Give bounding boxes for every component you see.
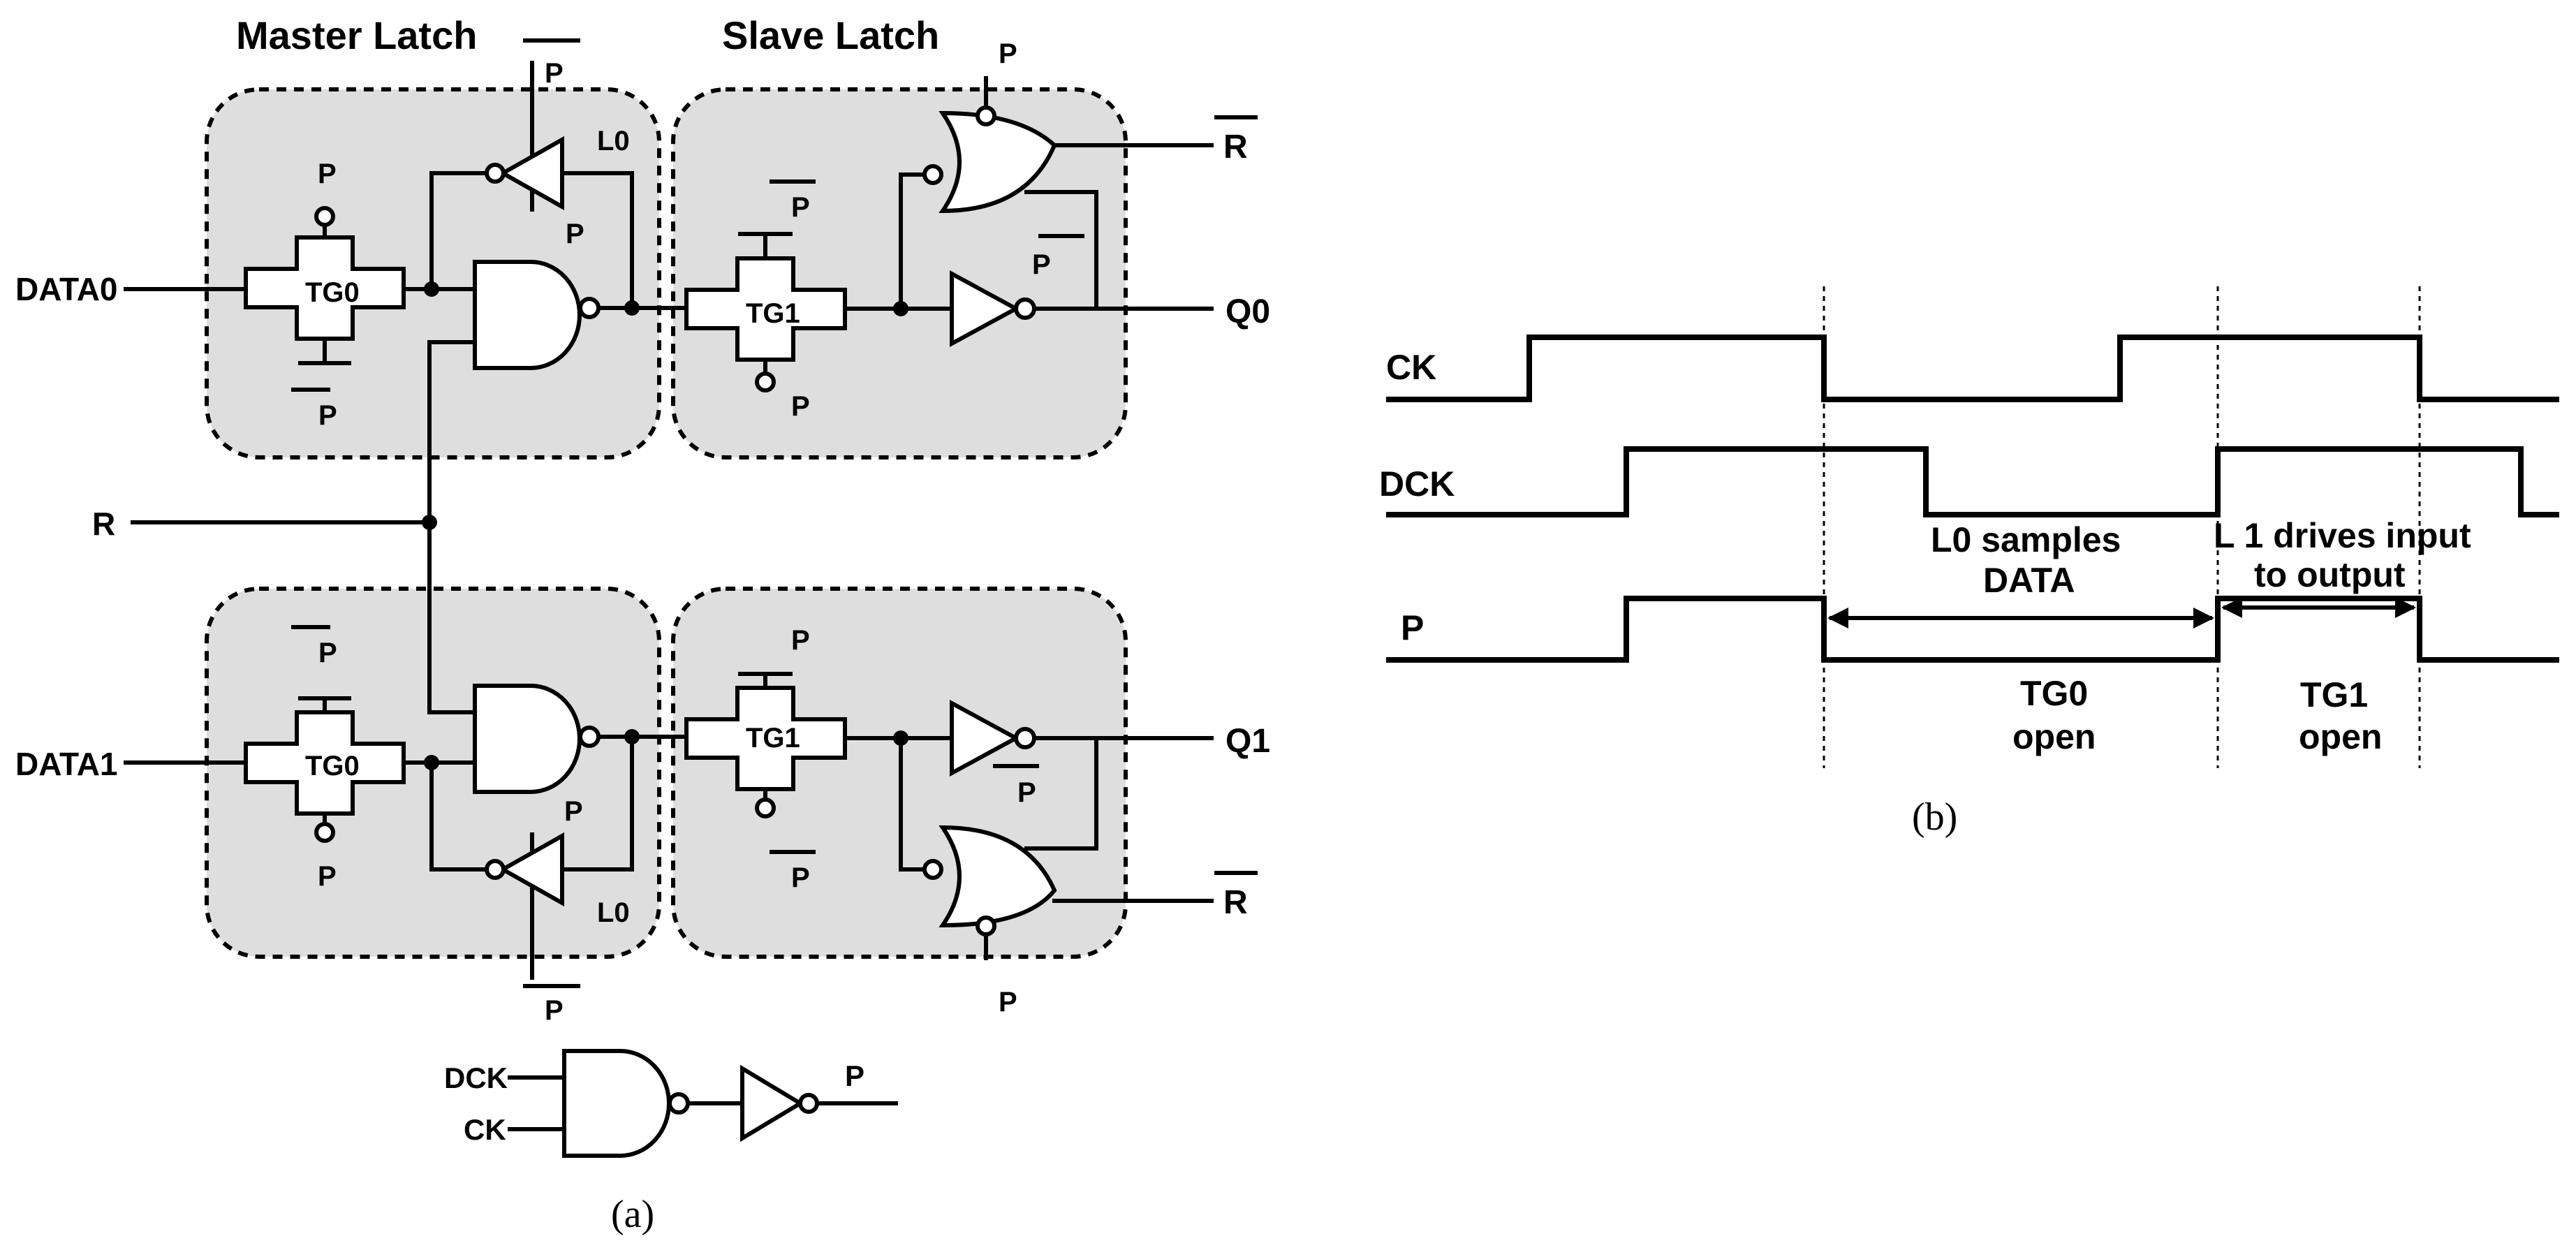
sig-p-label: P [1401,608,1424,647]
tg0-top-pbar: P [318,400,337,431]
wave-ck [1386,334,2559,402]
gen-ck-label: CK [464,1113,506,1146]
nor-bottom [939,825,1057,928]
l0-bottom-label: L0 [597,897,630,928]
inverter-top [950,270,1021,348]
master-latch-header: Master Latch [236,13,477,57]
tg1-bottom-p: P [791,625,810,656]
tg1-top [684,256,847,362]
tg1-top-p: P [791,391,810,422]
tg1-top-pbar: P [791,192,810,223]
data1-label: DATA1 [15,746,118,782]
nor-top-pbar: P [1032,249,1051,280]
q0-label: Q0 [1226,293,1270,330]
note-tg1-2: open [2299,717,2382,756]
sig-ck-label: CK [1386,348,1436,387]
tristate-bottom-pbar: P [545,995,564,1026]
gen-dck-label: DCK [444,1061,508,1094]
note-l0-2: DATA [1983,561,2075,600]
tristate-bottom-p: P [564,796,583,827]
rbar-top-label: R [1223,128,1248,166]
gen-p-label: P [845,1059,864,1092]
note-tg1-1: TG1 [2300,675,2368,714]
tg0-top-p: P [318,159,337,189]
q1-label: Q1 [1226,723,1270,760]
tg1-bottom [684,686,847,791]
data0-label: DATA0 [15,271,118,307]
tg0-top [244,235,406,341]
rbar-bottom-label: R [1223,884,1248,921]
nand-top [473,260,582,370]
nor-top-p: P [999,38,1017,69]
note-l0-1: L0 samples [1931,520,2121,559]
tg1-top-label: TG1 [746,298,800,329]
wave-p [1386,596,2559,663]
tristate-top-pbar: P [545,58,564,89]
sig-dck-label: DCK [1379,464,1455,503]
inverter-bottom [950,699,1021,777]
tg0-bottom-label: TG0 [305,751,360,781]
caption-a: (a) [611,1193,654,1236]
gen-inverter [740,1064,804,1142]
note-tg0-2: open [2012,717,2096,756]
note-tg0-1: TG0 [2020,674,2088,713]
wave-dck [1386,446,2559,517]
tg1-bottom-pbar: P [791,862,810,893]
l0-top-label: L0 [597,126,630,156]
tg1-bottom-label: TG1 [746,723,800,753]
gen-nand [562,1049,671,1158]
tg0-bottom [244,710,406,816]
tg0-top-label: TG0 [305,277,360,308]
timing-panel-b: CK DCK P L0 samples DATA L 1 drives inpu… [1379,286,2559,839]
tristate-top-p: P [566,219,584,249]
circuit-panel-a: Master Latch Slave Latch DATA0 TG0 P P P… [15,13,1270,1236]
r-label: R [92,506,115,542]
note-l1-2: to output [2254,555,2406,594]
tg0-bottom-pbar: P [318,638,337,668]
nand-bottom [473,684,582,794]
inverter-bottom-pbar: P [1017,777,1036,808]
caption-b: (b) [1912,795,1957,839]
slave-latch-header: Slave Latch [722,13,939,57]
tg0-bottom-p: P [318,861,337,892]
nor-bottom-p: P [999,987,1017,1017]
nor-top [939,110,1057,214]
note-l1-1: L 1 drives input [2214,516,2471,555]
